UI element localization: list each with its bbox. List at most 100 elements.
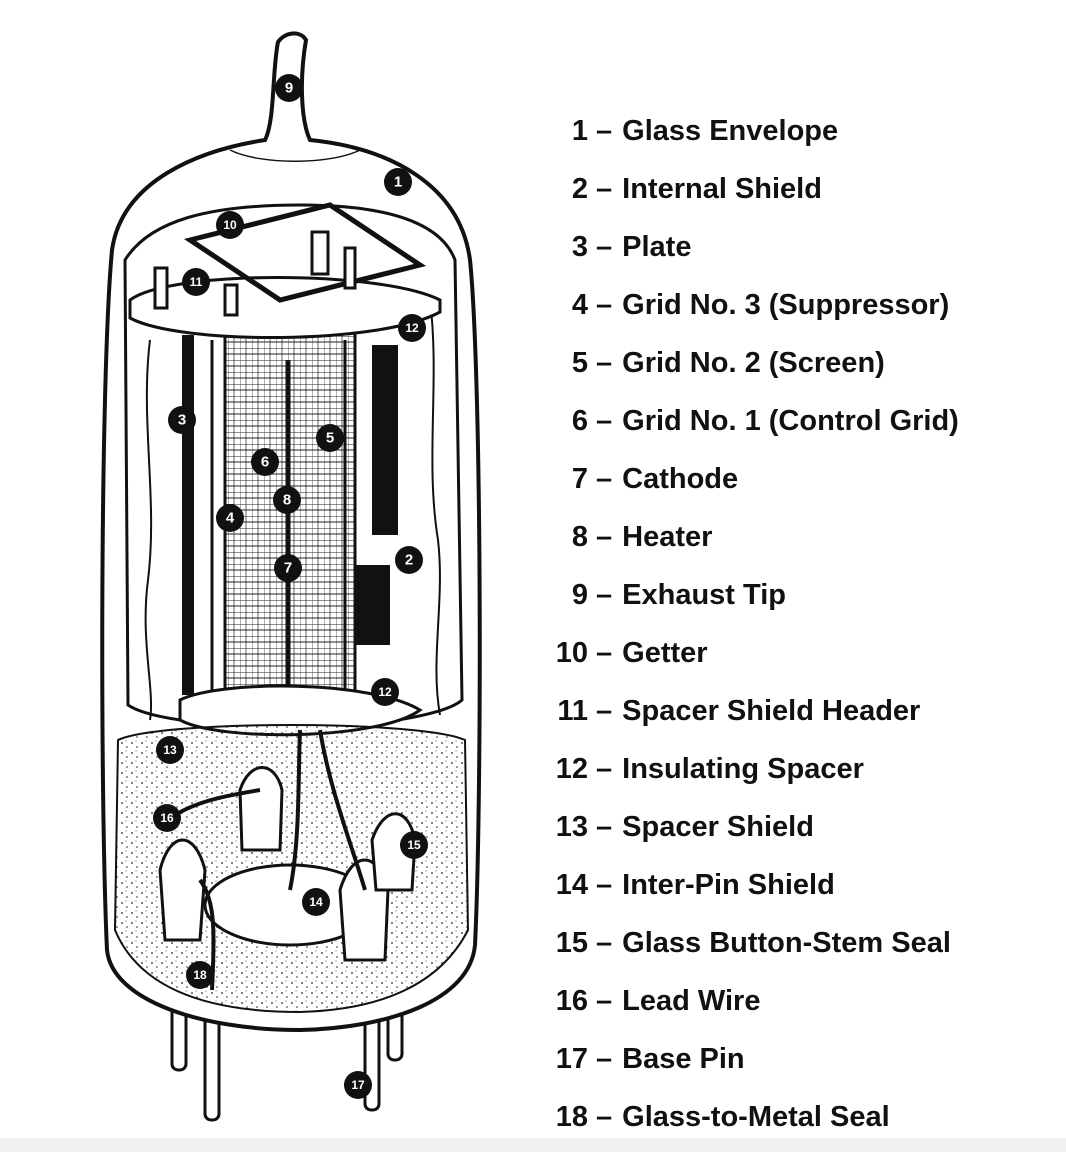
legend-separator: – xyxy=(596,114,613,147)
legend-number: 4 xyxy=(571,288,588,321)
legend-label: Grid No. 1 (Control Grid) xyxy=(622,404,959,437)
svg-text:18: 18 xyxy=(193,968,207,982)
legend-number: 12 xyxy=(555,752,588,785)
legend-separator: – xyxy=(596,868,613,901)
legend-item-10: 10 – Getter xyxy=(552,624,1052,682)
legend-separator: – xyxy=(596,636,613,669)
callout-3: 3 xyxy=(168,406,196,434)
callout-18: 18 xyxy=(186,961,214,989)
getter xyxy=(183,202,427,303)
legend-number: 16 xyxy=(555,984,588,1017)
legend-separator: – xyxy=(596,288,613,321)
legend-item-13: 13 – Spacer Shield xyxy=(552,798,1052,856)
svg-text:15: 15 xyxy=(407,838,421,852)
legend-label: Glass-to-Metal Seal xyxy=(622,1100,890,1133)
legend-separator: – xyxy=(596,520,613,553)
legend-label: Inter-Pin Shield xyxy=(622,868,835,901)
callout-9: 9 xyxy=(275,74,303,102)
svg-text:4: 4 xyxy=(226,510,235,527)
callout-12b: 12 xyxy=(371,678,399,706)
legend-separator: – xyxy=(596,694,613,727)
legend-number: 3 xyxy=(571,230,588,263)
legend-label: Lead Wire xyxy=(622,984,761,1017)
callout-5: 5 xyxy=(316,424,344,452)
svg-text:17: 17 xyxy=(351,1078,365,1092)
legend-label: Internal Shield xyxy=(622,172,822,205)
legend-label: Spacer Shield xyxy=(622,810,814,843)
legend-item-4: 4 – Grid No. 3 (Suppressor) xyxy=(552,276,1052,334)
legend-number: 9 xyxy=(571,578,588,611)
callout-2: 2 xyxy=(395,546,423,574)
legend-number: 14 xyxy=(555,868,588,901)
svg-text:14: 14 xyxy=(309,895,323,909)
legend-number: 17 xyxy=(555,1042,588,1075)
legend-number: 15 xyxy=(555,926,588,959)
legend-separator: – xyxy=(596,230,613,263)
callout-17: 17 xyxy=(344,1071,372,1099)
legend-label: Insulating Spacer xyxy=(622,752,864,785)
legend-separator: – xyxy=(596,1042,613,1075)
legend-item-15: 15 – Glass Button-Stem Seal xyxy=(552,914,1052,972)
legend-label: Plate xyxy=(622,230,692,263)
svg-text:11: 11 xyxy=(190,275,203,289)
svg-text:12: 12 xyxy=(405,321,419,335)
svg-text:9: 9 xyxy=(285,80,293,97)
parts-legend: 1 – Glass Envelope 2 – Internal Shield 3… xyxy=(552,102,1052,1146)
legend-separator: – xyxy=(596,346,613,379)
legend-separator: – xyxy=(596,462,613,495)
legend-number: 5 xyxy=(571,346,588,379)
legend-label: Base Pin xyxy=(622,1042,745,1075)
legend-item-2: 2 – Internal Shield xyxy=(552,160,1052,218)
legend-separator: – xyxy=(596,752,613,785)
svg-text:6: 6 xyxy=(261,454,269,471)
legend-label: Getter xyxy=(622,636,708,669)
legend-item-11: 11 – Spacer Shield Header xyxy=(552,682,1052,740)
callout-4: 4 xyxy=(216,504,244,532)
callout-12: 12 xyxy=(398,314,426,342)
top-spacer xyxy=(128,276,442,340)
legend-separator: – xyxy=(596,1100,613,1133)
legend-number: 13 xyxy=(555,810,588,843)
legend-separator: – xyxy=(596,404,613,437)
callout-1: 1 xyxy=(384,168,412,196)
legend-label: Grid No. 3 (Suppressor) xyxy=(622,288,950,321)
callout-8: 8 xyxy=(273,486,301,514)
legend-separator: – xyxy=(596,810,613,843)
legend-item-12: 12 – Insulating Spacer xyxy=(552,740,1052,798)
legend-number: 8 xyxy=(571,520,588,553)
callout-7: 7 xyxy=(274,554,302,582)
legend-label: Cathode xyxy=(622,462,739,495)
legend-item-3: 3 – Plate xyxy=(552,218,1052,276)
svg-text:12: 12 xyxy=(378,685,392,699)
legend-number: 10 xyxy=(555,636,588,669)
callout-14: 14 xyxy=(302,888,330,916)
legend-label: Grid No. 2 (Screen) xyxy=(622,346,885,379)
legend-item-18: 18 – Glass-to-Metal Seal xyxy=(552,1088,1052,1146)
legend-number: 2 xyxy=(571,172,588,205)
legend-number: 11 xyxy=(557,694,588,727)
svg-text:7: 7 xyxy=(284,560,292,577)
svg-text:2: 2 xyxy=(405,552,413,569)
legend-item-1: 1 – Glass Envelope xyxy=(552,102,1052,160)
legend-item-17: 17 – Base Pin xyxy=(552,1030,1052,1088)
legend-item-14: 14 – Inter-Pin Shield xyxy=(552,856,1052,914)
callout-10: 10 xyxy=(216,211,244,239)
legend-separator: – xyxy=(596,984,613,1017)
svg-text:8: 8 xyxy=(283,492,291,509)
legend-item-7: 7 – Cathode xyxy=(552,450,1052,508)
legend-number: 7 xyxy=(571,462,588,495)
legend-item-8: 8 – Heater xyxy=(552,508,1052,566)
callout-15: 15 xyxy=(400,831,428,859)
legend-number: 6 xyxy=(571,404,588,437)
envelope-highlight xyxy=(229,149,361,162)
callout-6: 6 xyxy=(251,448,279,476)
legend-separator: – xyxy=(596,172,613,205)
legend-number: 18 xyxy=(555,1100,588,1133)
callouts: 9 1 10 11 12 3 5 6 8 4 2 7 12 13 16 15 1… xyxy=(153,74,428,1099)
legend-item-5: 5 – Grid No. 2 (Screen) xyxy=(552,334,1052,392)
legend-separator: – xyxy=(596,926,613,959)
callout-13: 13 xyxy=(156,736,184,764)
svg-text:16: 16 xyxy=(160,811,174,825)
legend-label: Glass Envelope xyxy=(622,114,839,147)
